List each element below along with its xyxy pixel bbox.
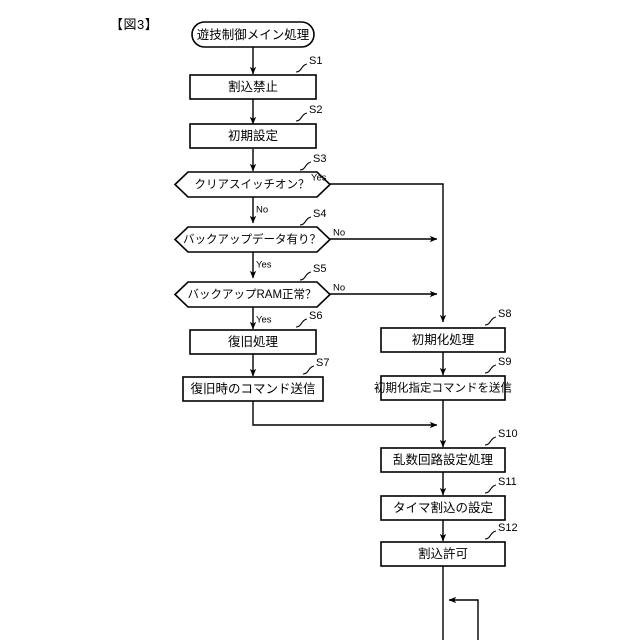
s2-label: 初期設定	[228, 128, 278, 143]
s4-decision-shape	[173, 226, 332, 253]
node-s8[interactable]: 初期化処理	[380, 327, 506, 353]
node-s2[interactable]: 初期設定	[189, 123, 317, 149]
step-tag-s11: S11	[484, 476, 517, 494]
s10-process-shape	[380, 447, 506, 473]
s7-label: 復旧時のコマンド送信	[190, 381, 315, 396]
node-s12[interactable]: 割込許可	[380, 541, 506, 567]
s7-process-shape	[182, 376, 324, 402]
s1-step-number: S1	[309, 55, 322, 67]
step-tag-s9: S9	[484, 356, 511, 374]
s11-step-number: S11	[498, 476, 517, 488]
node-start[interactable]: 遊技制御メイン処理	[191, 21, 315, 48]
s12-process-shape	[380, 541, 506, 567]
connector-s3-yes-to-s8	[330, 183, 447, 323]
connector-s7-to-trunk	[252, 401, 438, 429]
s11-label: タイマ割込の設定	[393, 500, 493, 515]
step-tag-s4: S4	[299, 208, 326, 226]
s4-label: バックアップデータ有り？	[183, 232, 321, 246]
connector-layer	[249, 47, 479, 640]
s4-no-branch-label: No	[333, 228, 345, 239]
s10-step-number: S10	[498, 428, 518, 440]
s5-step-number: S5	[313, 263, 326, 275]
start-terminator-shape	[191, 21, 315, 48]
s3-decision-shape	[173, 171, 332, 198]
s6-step-number: S6	[309, 310, 322, 322]
s5-yes-branch-label: Yes	[256, 315, 272, 326]
step-tag-s5: S5	[299, 263, 326, 281]
figure-number-label: 【図3】	[110, 17, 159, 32]
s3-no-branch-label: No	[256, 205, 268, 216]
s5-no-branch-label: No	[333, 283, 345, 294]
s8-label: 初期化処理	[412, 333, 475, 347]
s8-process-shape	[380, 327, 506, 353]
s1-process-shape	[189, 74, 317, 100]
node-s7[interactable]: 復旧時のコマンド送信	[182, 376, 324, 402]
s3-yes-branch-label: Yes	[311, 173, 327, 184]
s2-process-shape	[189, 123, 317, 149]
step-tag-s6: S6	[295, 310, 322, 328]
step-tag-s12: S12	[484, 522, 518, 540]
node-s10[interactable]: 乱数回路設定処理	[380, 447, 506, 473]
connector-loop-back	[448, 596, 479, 640]
step-tag-s8: S8	[484, 308, 511, 326]
s11-process-shape	[380, 495, 506, 521]
s5-decision-shape	[173, 281, 332, 308]
step-tag-s2: S2	[295, 104, 322, 122]
s6-label: 復旧処理	[228, 334, 279, 349]
s12-label: 割込許可	[418, 546, 468, 561]
node-s1[interactable]: 割込禁止	[189, 74, 317, 100]
s8-step-number: S8	[498, 308, 511, 320]
s5-label: バックアップRAM正常？	[187, 288, 316, 301]
s3-step-number: S3	[313, 153, 326, 165]
step-tag-s3: S3	[299, 153, 326, 171]
step-tag-s7: S7	[302, 357, 329, 375]
s9-process-shape	[380, 375, 506, 401]
s2-step-number: S2	[309, 104, 322, 116]
s9-step-number: S9	[498, 356, 511, 368]
node-s5[interactable]: バックアップRAM正常？	[173, 281, 332, 308]
s7-step-number: S7	[316, 357, 329, 369]
step-tag-s1: S1	[295, 55, 322, 73]
step-tag-s10: S10	[484, 428, 518, 446]
node-s4[interactable]: バックアップデータ有り？	[173, 226, 332, 253]
s3-label: クリアスイッチオン？	[195, 178, 310, 191]
s12-step-number: S12	[498, 522, 518, 534]
s1-label: 割込禁止	[228, 79, 278, 94]
start-terminator-label: 遊技制御メイン処理	[197, 27, 310, 42]
s6-process-shape	[189, 329, 317, 355]
node-s11[interactable]: タイマ割込の設定	[380, 495, 506, 521]
node-s6[interactable]: 復旧処理	[189, 329, 317, 355]
node-s9[interactable]: 初期化指定コマンドを送信	[374, 375, 512, 401]
s4-step-number: S4	[313, 208, 326, 220]
node-s3[interactable]: クリアスイッチオン？	[173, 171, 332, 198]
s10-label: 乱数回路設定処理	[393, 452, 494, 467]
s4-yes-branch-label: Yes	[256, 260, 272, 271]
s9-label: 初期化指定コマンドを送信	[374, 381, 512, 395]
